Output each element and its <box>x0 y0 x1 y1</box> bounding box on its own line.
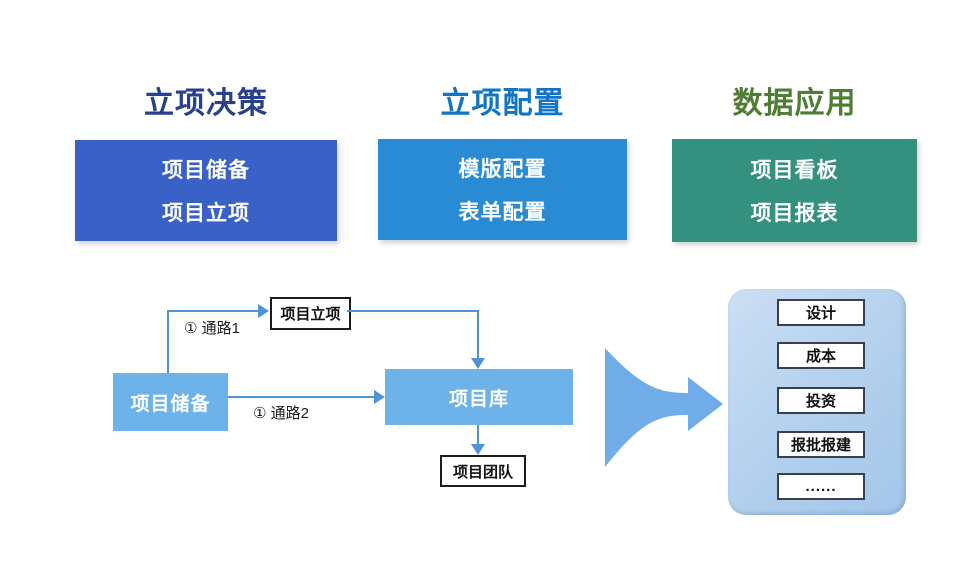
data-app-box: 项目看板 项目报表 <box>672 139 917 242</box>
decision-box: 项目储备 项目立项 <box>75 140 337 241</box>
arrowhead-to-team-icon <box>471 444 485 455</box>
connector-to-approval <box>167 310 258 312</box>
connector-pool-down <box>477 425 479 446</box>
arrowhead-to-approval-icon <box>258 304 269 318</box>
connector-reserve-to-pool <box>228 396 374 398</box>
flow-node-pool: 项目库 <box>385 369 573 425</box>
panel-item-cost: 成本 <box>777 342 865 369</box>
config-box: 模版配置 表单配置 <box>378 139 627 240</box>
column-title-data-app: 数据应用 <box>732 87 857 120</box>
panel-item-design: 设计 <box>777 299 865 326</box>
flow-node-team: 项目团队 <box>440 455 526 487</box>
arrowhead-to-pool-top-icon <box>471 358 485 369</box>
config-item-template: 模版配置 <box>458 158 547 181</box>
funnel-arrow-icon <box>605 348 723 467</box>
panel-item-ellipsis: ...... <box>777 473 865 500</box>
column-title-decision: 立项决策 <box>144 87 268 120</box>
decision-item-reserve: 项目储备 <box>162 159 250 182</box>
path2-label: ① 通路2 <box>253 405 309 422</box>
config-item-form: 表单配置 <box>458 201 547 224</box>
connector-approval-down <box>477 310 479 360</box>
flow-node-reserve: 项目储备 <box>113 373 228 431</box>
application-panel: 设计 成本 投资 报批报建 ...... <box>728 289 906 515</box>
decision-item-approval: 项目立项 <box>162 202 250 225</box>
arrowhead-to-pool-left-icon <box>374 390 385 404</box>
connector-approval-right <box>347 310 478 312</box>
data-app-item-report: 项目报表 <box>750 202 839 225</box>
column-title-config: 立项配置 <box>440 87 565 120</box>
flow-node-approval: 项目立项 <box>270 297 351 330</box>
panel-item-investment: 投资 <box>777 387 865 414</box>
data-app-item-kanban: 项目看板 <box>750 159 839 182</box>
connector-reserve-up <box>167 311 169 373</box>
path1-label: ① 通路1 <box>184 320 240 337</box>
panel-item-approval-construction: 报批报建 <box>777 431 865 458</box>
